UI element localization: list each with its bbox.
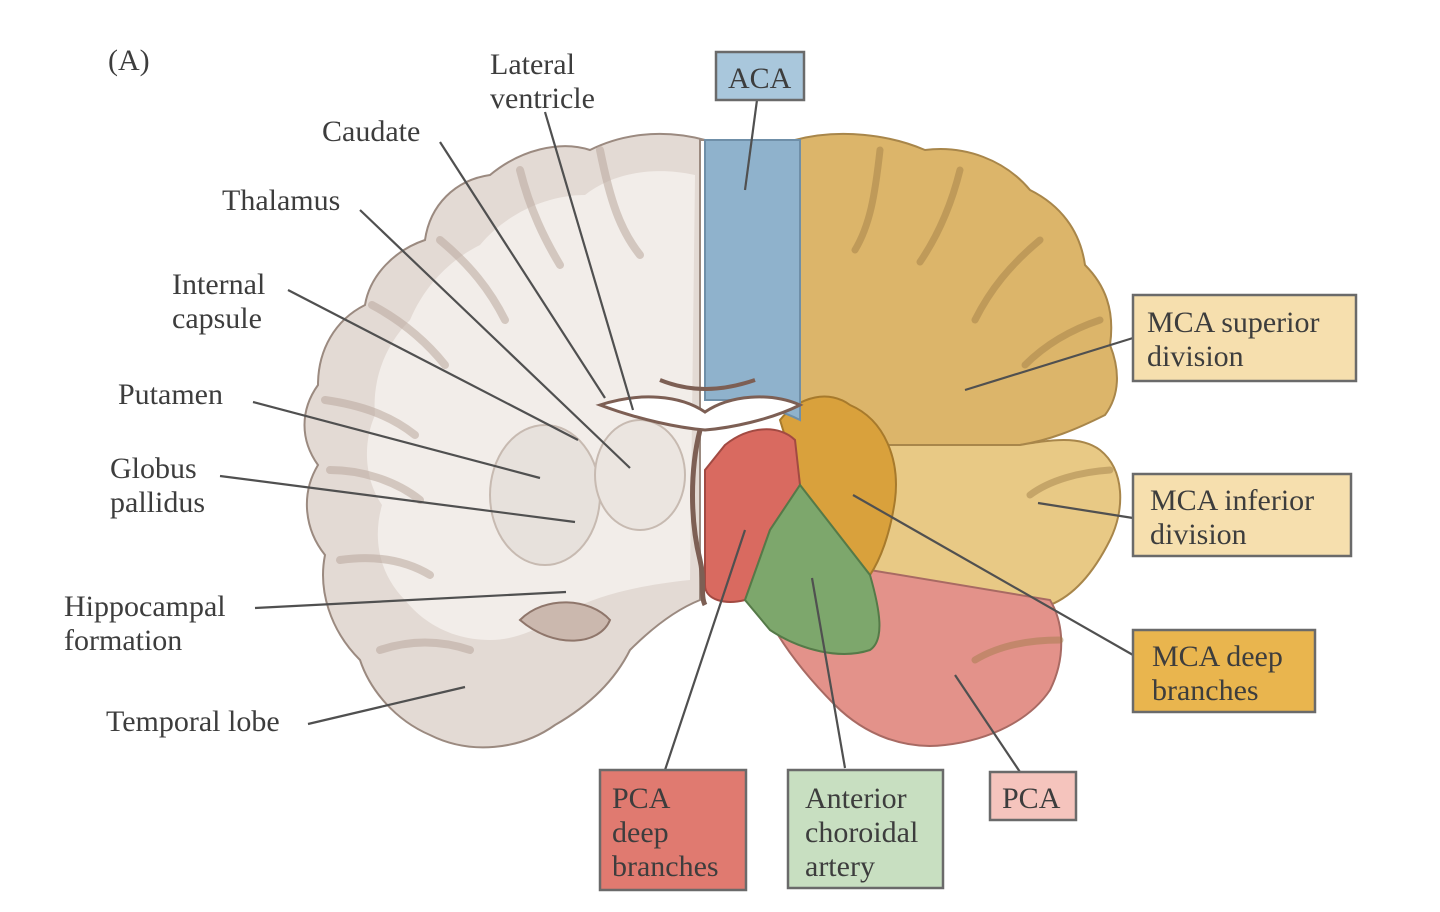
left-white-matter (366, 171, 695, 640)
box-pca-deep-branches: PCA deep branches (598, 768, 748, 892)
label-thalamus: Thalamus (222, 184, 340, 217)
svg-text:MCA inferior division: MCA inferior division (1150, 484, 1322, 551)
lateral-ventricle-shape (595, 395, 804, 432)
left-gyri (321, 146, 644, 654)
label-hippocampal-formation: Hippocampal formation (64, 590, 233, 657)
svg-text:PCA: PCA (1002, 782, 1061, 815)
box-mca-deep-branches: MCA deep branches (1131, 628, 1317, 714)
label-globus-pallidus: Globus pallidus (110, 452, 205, 519)
pca-territory (773, 568, 1063, 747)
svg-text:MCA superior division: MCA superior division (1147, 306, 1327, 373)
svg-text:Anterior choroidal: Anterior choroidal artery (805, 782, 926, 883)
label-internal-capsule: Internal capsule (172, 268, 273, 335)
right-gyri (851, 146, 1114, 664)
putamen-region (489, 424, 601, 566)
label-caudate: Caudate (322, 115, 420, 148)
right-hemisphere (704, 132, 1122, 747)
panel-label: (A) (108, 44, 150, 77)
left-hemisphere (303, 132, 706, 749)
leader-lines (219, 99, 1134, 773)
box-pca: PCA (988, 770, 1078, 822)
box-mca-superior-division: MCA superior division (1131, 293, 1358, 383)
territory-boxes: ACA MCA superior division MCA inferior d… (598, 50, 1358, 892)
anterior-choroidal-territory (743, 483, 881, 655)
aca-territory (704, 139, 801, 422)
label-lateral-ventricle: Lateral ventricle (490, 48, 595, 115)
svg-text:MCA deep branches: MCA deep branches (1152, 640, 1290, 707)
box-anterior-choroidal-artery: Anterior choroidal artery (786, 768, 945, 890)
label-temporal-lobe: Temporal lobe (106, 705, 280, 738)
midline-cleft (690, 429, 708, 607)
svg-text:PCA deep branc: PCA deep branches (612, 782, 719, 883)
hippocampus-region (518, 601, 612, 642)
label-putamen: Putamen (118, 378, 223, 411)
anatomy-labels: (A) Lateral ventricle Caudate Thalamus I… (64, 44, 595, 738)
thalamus-region (594, 419, 686, 531)
box-aca: ACA (714, 50, 806, 102)
box-mca-inferior-division: MCA inferior division (1131, 472, 1353, 558)
corpus-callosum (659, 378, 756, 391)
svg-text:ACA: ACA (728, 62, 792, 95)
mca-deep-territory (778, 395, 897, 577)
